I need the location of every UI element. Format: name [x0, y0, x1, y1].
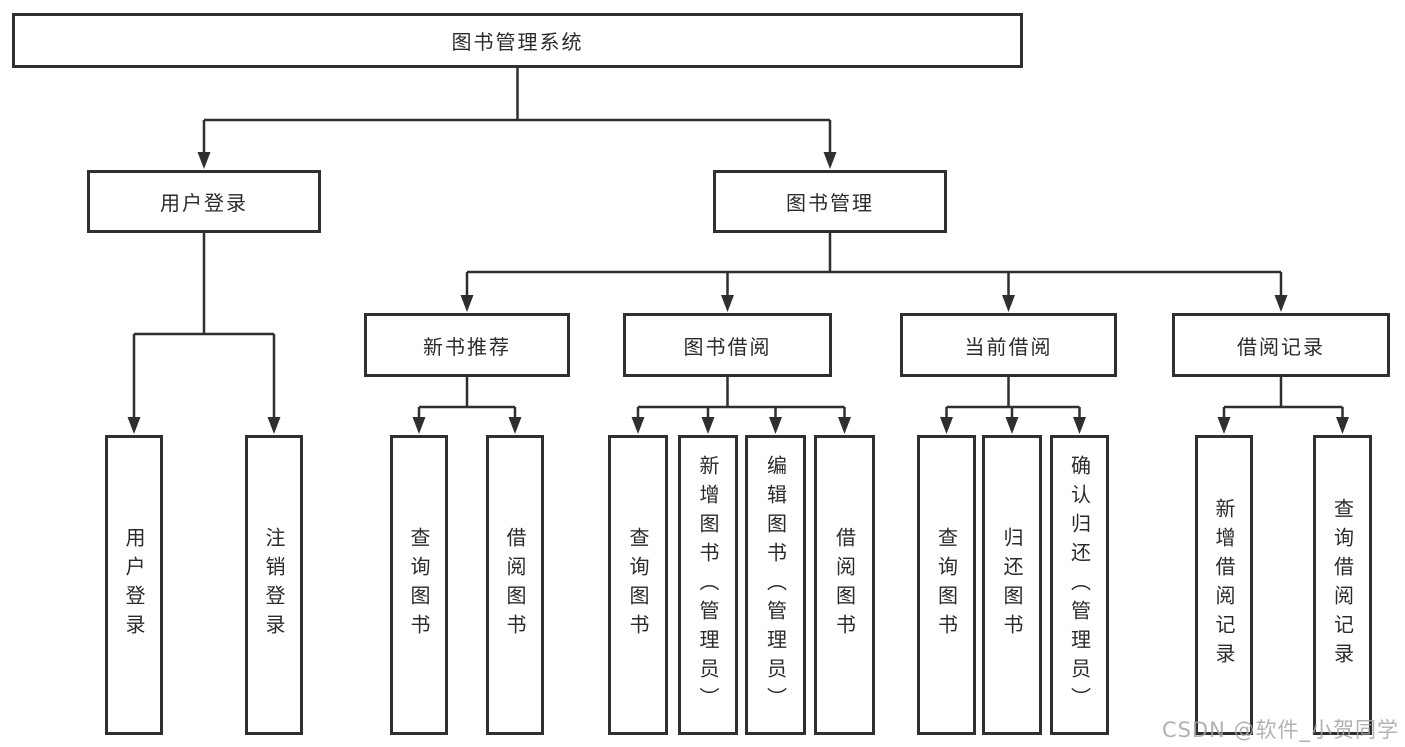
connector-recommend-to-leaves — [417, 377, 517, 418]
node-book-management-label: 图书管理 — [786, 191, 874, 215]
leaf-return-book: 归还图书 — [982, 435, 1042, 735]
arrowhead-icon — [1217, 417, 1231, 434]
node-current-borrow-label: 当前借阅 — [964, 334, 1053, 359]
arrowhead-icon — [721, 295, 734, 312]
leaf-query-borrow-record-label: 查询借阅记录 — [1330, 498, 1355, 672]
connector-current-to-leaves — [945, 377, 1081, 418]
node-user-login: 用户登录 — [87, 170, 321, 233]
arrowhead-icon — [1274, 295, 1288, 312]
leaf-add-book-admin: 新增图书（管理员） — [678, 435, 738, 735]
arrowheads — [127, 152, 1349, 434]
leaf-logout-login-label: 注销登录 — [262, 527, 286, 643]
leaf-recommend-query-book: 查询图书 — [390, 435, 448, 735]
node-book-borrow: 图书借阅 — [623, 313, 832, 377]
node-current-borrow: 当前借阅 — [900, 313, 1117, 377]
leaf-edit-book-admin-label: 编辑图书（管理员） — [763, 454, 788, 716]
node-book-borrow-label: 图书借阅 — [683, 334, 772, 359]
leaf-borrow-book-label: 借阅图书 — [832, 527, 857, 643]
arrowhead-icon — [508, 417, 522, 434]
leaf-add-borrow-record-label: 新增借阅记录 — [1212, 498, 1236, 672]
arrowhead-icon — [1005, 417, 1019, 434]
leaf-confirm-return-admin: 确认归还（管理员） — [1050, 435, 1109, 735]
leaf-recommend-query-book-label: 查询图书 — [407, 527, 431, 643]
leaf-user-login-label: 用户登录 — [122, 527, 146, 643]
node-root-label: 图书管理系统 — [451, 30, 584, 54]
leaf-borrow-query-book: 查询图书 — [608, 435, 668, 735]
arrowhead-icon — [940, 417, 953, 434]
arrowhead-icon — [631, 417, 645, 434]
leaf-add-borrow-record: 新增借阅记录 — [1195, 435, 1253, 735]
arrowhead-icon — [1336, 417, 1349, 434]
leaf-user-login: 用户登录 — [105, 435, 163, 735]
leaf-edit-book-admin: 编辑图书（管理员） — [745, 435, 806, 735]
connector-book-mgmt-to-level3 — [465, 233, 1283, 296]
node-new-book-recommend: 新书推荐 — [364, 313, 570, 377]
leaf-logout-login: 注销登录 — [245, 435, 303, 735]
leaf-current-query-book-label: 查询图书 — [934, 527, 959, 643]
arrowhead-icon — [267, 417, 281, 434]
node-borrow-records-label: 借阅记录 — [1237, 334, 1325, 359]
connector-root-to-level2 — [202, 66, 832, 153]
node-new-book-recommend-label: 新书推荐 — [423, 334, 511, 359]
arrowhead-icon — [823, 152, 837, 169]
leaf-query-borrow-record: 查询借阅记录 — [1313, 435, 1372, 735]
leaf-recommend-borrow-book: 借阅图书 — [486, 435, 544, 735]
connector-borrow-to-leaves — [636, 377, 846, 418]
arrowhead-icon — [769, 417, 782, 434]
arrowhead-icon — [1002, 295, 1015, 312]
node-root: 图书管理系统 — [12, 13, 1023, 68]
leaf-recommend-borrow-book-label: 借阅图书 — [503, 527, 527, 643]
connector-user-login-to-leaves — [132, 233, 276, 418]
leaf-confirm-return-admin-label: 确认归还（管理员） — [1067, 454, 1092, 716]
leaf-current-query-book: 查询图书 — [917, 435, 976, 735]
leaf-borrow-query-book-label: 查询图书 — [626, 527, 650, 643]
connector-stems — [132, 66, 1344, 418]
node-borrow-records: 借阅记录 — [1172, 313, 1390, 377]
arrowhead-icon — [460, 295, 474, 312]
watermark: CSDN @软件_小贺同学 — [1161, 718, 1399, 742]
leaf-return-book-label: 归还图书 — [1000, 527, 1024, 643]
arrowhead-icon — [412, 417, 426, 434]
arrowhead-icon — [1073, 417, 1086, 434]
connector-records-to-leaves — [1222, 377, 1344, 418]
arrowhead-icon — [701, 417, 715, 434]
arrowhead-icon — [127, 417, 141, 434]
leaf-borrow-book: 借阅图书 — [814, 435, 875, 735]
node-user-login-label: 用户登录 — [160, 191, 248, 215]
arrowhead-icon — [197, 152, 211, 169]
arrowhead-icon — [838, 417, 851, 434]
leaf-add-book-admin-label: 新增图书（管理员） — [696, 454, 720, 716]
node-book-management: 图书管理 — [713, 170, 947, 233]
